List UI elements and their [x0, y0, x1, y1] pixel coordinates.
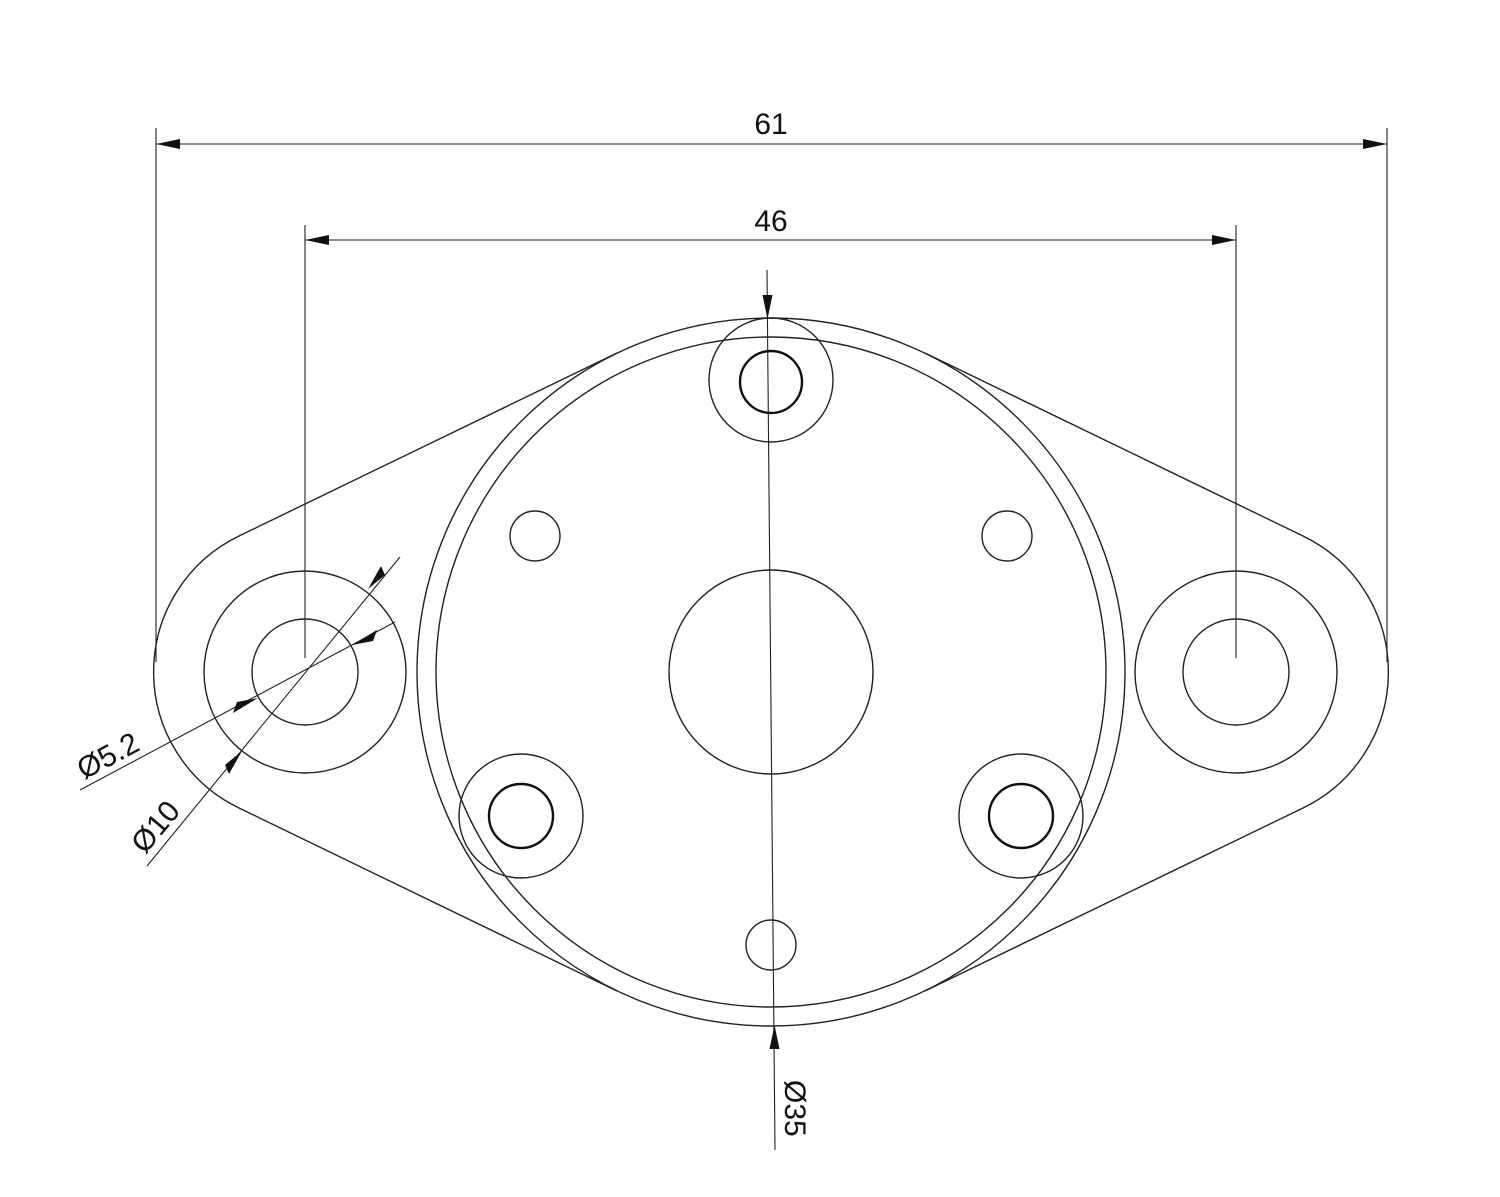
dimension-label-diameter-35: Ø35 [778, 1080, 811, 1137]
bottom-left-boss [458, 753, 584, 879]
flange-outline [152, 317, 1390, 1027]
dimension-61: 61 [155, 108, 1388, 662]
dimension-diameter-35: Ø35 [762, 269, 811, 1151]
small-hole [981, 510, 1033, 562]
center-hole [668, 569, 874, 775]
inner-circle [435, 336, 1107, 1008]
dimension-label-diameter-10: Ø10 [125, 795, 187, 860]
dimension-label-61: 61 [754, 108, 787, 141]
dimension-label-diameter-5-2: Ø5.2 [72, 727, 145, 787]
bottom-right-boss [958, 753, 1084, 879]
dimension-label-46: 46 [754, 205, 787, 238]
small-hole [509, 510, 561, 562]
small-hole [745, 919, 797, 971]
dimension-46: 46 [304, 205, 1237, 658]
top-boss [708, 317, 834, 443]
